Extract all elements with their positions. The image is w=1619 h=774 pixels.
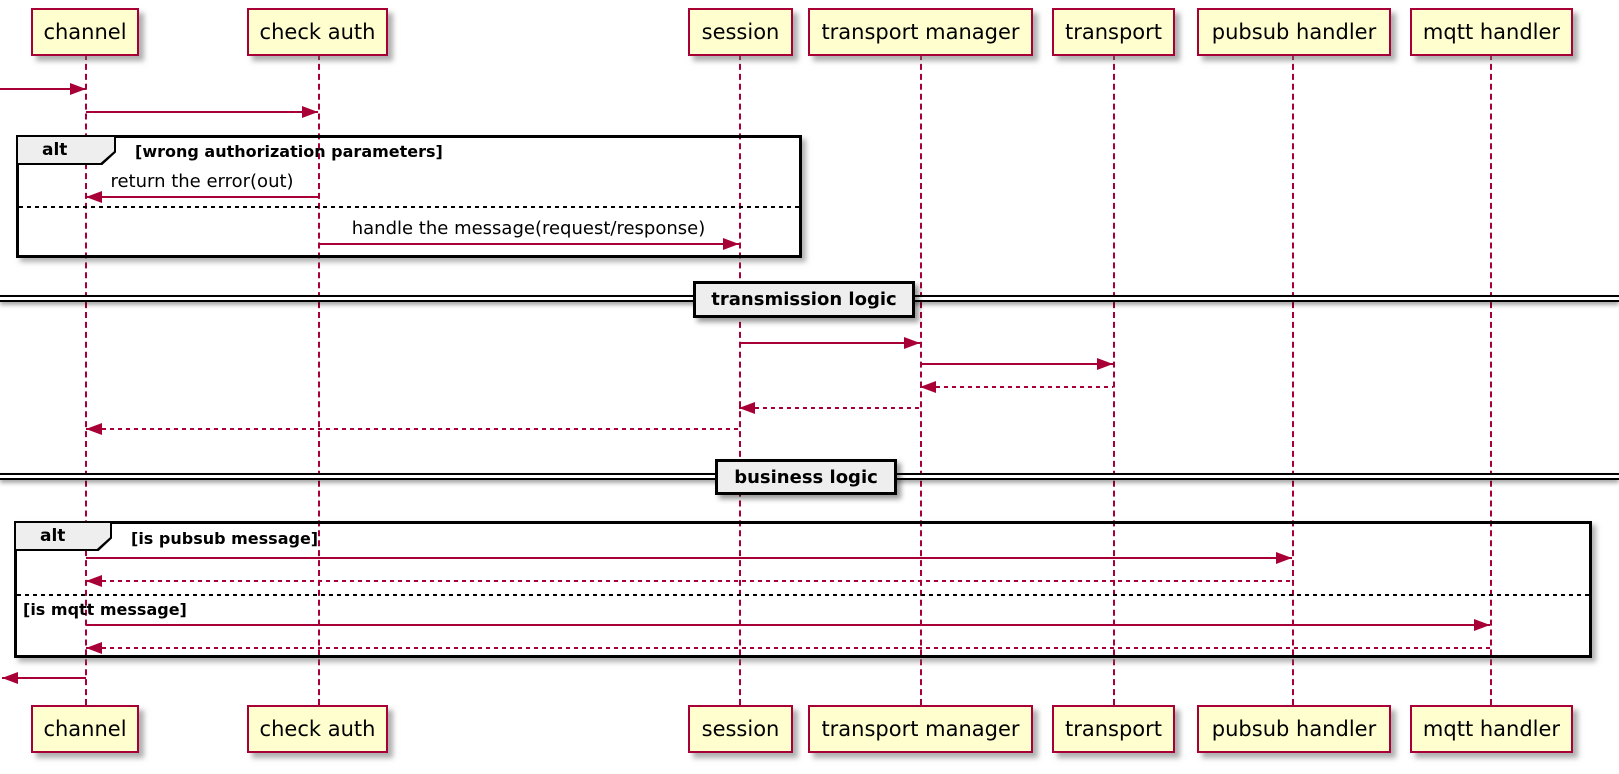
divider-label-text: business logic bbox=[734, 466, 878, 488]
arrowhead-right bbox=[1276, 552, 1292, 564]
arrowhead-left bbox=[920, 381, 936, 393]
arrowhead-left bbox=[86, 423, 102, 435]
arrowhead-right bbox=[70, 83, 86, 95]
message-arrow-pubsub-to-channel-return bbox=[86, 574, 1292, 588]
lifeline-mqtt-handler bbox=[1490, 54, 1492, 705]
message-arrow-channel-to-out bbox=[2, 671, 86, 685]
lifeline-pubsub-handler bbox=[1292, 54, 1294, 705]
arrowhead-right bbox=[1474, 619, 1490, 631]
lifeline-session bbox=[739, 54, 741, 705]
alt-operator-tab: alt bbox=[18, 137, 116, 165]
arrowhead-left bbox=[739, 402, 755, 414]
message-arrow-tm-to-transport bbox=[920, 357, 1113, 371]
lifeline-transport-manager bbox=[920, 54, 922, 705]
participant-pubsub-handler-top: pubsub handler bbox=[1197, 8, 1391, 56]
message-arrow-mqtt-to-channel-return bbox=[86, 641, 1490, 655]
message-arrow-checkauth-to-channel bbox=[86, 190, 318, 204]
divider-transmission-logic: transmission logic bbox=[693, 281, 915, 318]
participant-transport-manager-top: transport manager bbox=[808, 8, 1033, 56]
message-label-return-error: return the error(out) bbox=[110, 171, 294, 192]
message-arrow-session-to-channel-return bbox=[86, 422, 739, 436]
divider-label-text: transmission logic bbox=[711, 289, 897, 310]
message-label-handle-message: handle the message(request/response) bbox=[351, 218, 706, 239]
participant-check-auth-top: check auth bbox=[247, 8, 388, 56]
message-arrow-session-to-tm bbox=[739, 336, 920, 350]
arrowhead-right bbox=[904, 337, 920, 349]
arrowhead-left bbox=[86, 575, 102, 587]
arrowhead-left bbox=[2, 672, 18, 684]
message-arrow-channel-to-checkauth bbox=[86, 105, 318, 119]
participant-check-auth-bottom: check auth bbox=[247, 705, 388, 753]
alt-fragment-dispatch: alt [is pubsub message] [is mqtt message… bbox=[14, 521, 1592, 658]
message-arrow-tm-to-session-return bbox=[739, 401, 920, 415]
alt-operator-tab: alt bbox=[16, 523, 112, 551]
message-arrow-channel-to-pubsub bbox=[86, 551, 1292, 565]
alt2-condition-mqtt: [is mqtt message] bbox=[23, 600, 187, 619]
lifeline-check-auth bbox=[318, 54, 320, 705]
participant-mqtt-handler-bottom: mqtt handler bbox=[1410, 705, 1573, 753]
arrowhead-left bbox=[86, 191, 102, 203]
participant-session-top: session bbox=[688, 8, 793, 56]
arrowhead-right bbox=[723, 238, 739, 250]
arrowhead-left bbox=[86, 642, 102, 654]
alt2-condition-pubsub: [is pubsub message] bbox=[131, 529, 319, 548]
lifeline-channel bbox=[85, 54, 87, 705]
message-arrow-checkauth-to-session bbox=[318, 237, 739, 251]
participant-session-bottom: session bbox=[688, 705, 793, 753]
alt2-else-separator bbox=[17, 594, 1589, 596]
participant-transport-bottom: transport bbox=[1052, 705, 1175, 753]
alt-fragment-auth: alt [wrong authorization parameters] bbox=[16, 135, 802, 258]
arrowhead-right bbox=[1097, 358, 1113, 370]
participant-channel-top: channel bbox=[31, 8, 139, 56]
participant-transport-manager-bottom: transport manager bbox=[808, 705, 1033, 753]
alt-operator-label: alt bbox=[16, 523, 110, 549]
participant-mqtt-handler-top: mqtt handler bbox=[1410, 8, 1573, 56]
message-arrow-transport-to-tm-return bbox=[920, 380, 1113, 394]
arrowhead-right bbox=[302, 106, 318, 118]
participant-pubsub-handler-bottom: pubsub handler bbox=[1197, 705, 1391, 753]
divider-business-logic: business logic bbox=[715, 459, 897, 495]
message-arrow-in-to-channel bbox=[0, 82, 86, 96]
message-arrow-channel-to-mqtt bbox=[86, 618, 1490, 632]
alt-operator-label: alt bbox=[18, 137, 114, 163]
lifeline-transport bbox=[1113, 54, 1115, 705]
participant-channel-bottom: channel bbox=[31, 705, 139, 753]
alt1-condition: [wrong authorization parameters] bbox=[135, 142, 443, 161]
participant-transport-top: transport bbox=[1052, 8, 1175, 56]
alt1-else-separator bbox=[19, 206, 799, 208]
